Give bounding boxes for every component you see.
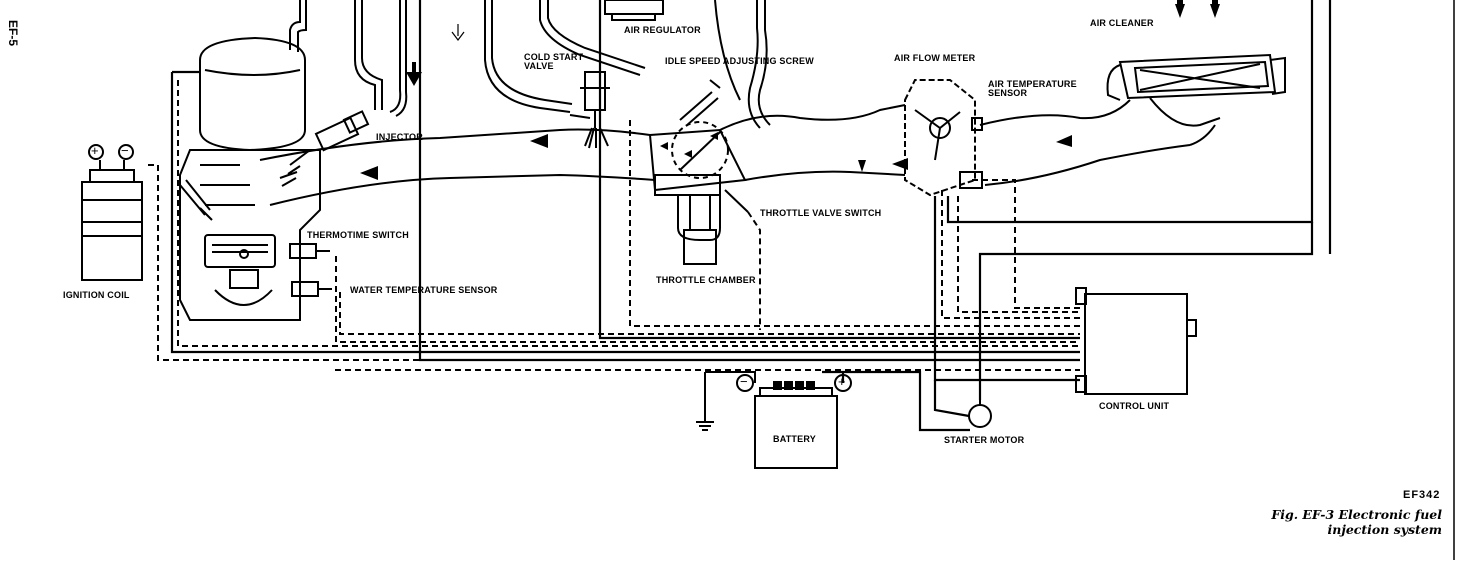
label-air-cleaner: AIR CLEANER — [1090, 18, 1154, 28]
injector-body — [279, 110, 370, 187]
air-flow-meter — [904, 79, 983, 197]
control-unit — [1075, 287, 1197, 395]
throttle-chamber — [648, 79, 749, 265]
label-control-unit: CONTROL UNIT — [1099, 401, 1170, 411]
airflow-arrows — [360, 0, 1220, 180]
air-cleaner-box — [1118, 53, 1286, 146]
page-number: EF-5 — [6, 20, 20, 47]
engine-block — [179, 0, 656, 321]
label-battery: BATTERY — [773, 434, 816, 444]
caption-line-2: injection system — [1327, 522, 1442, 537]
label-water-temperature-sensor: WATER TEMPERATURE SENSOR — [350, 285, 498, 295]
label-throttle-valve-switch: THROTTLE VALVE SWITCH — [760, 208, 882, 218]
label-idle-speed-screw: IDLE SPEED ADJUSTING SCREW — [665, 56, 814, 66]
figure-code: EF342 — [1403, 489, 1441, 501]
cold-start-valve — [569, 71, 610, 149]
coil-plus-symbol: + — [91, 143, 99, 158]
label-starter-motor: STARTER MOTOR — [944, 435, 1025, 445]
throttle-arrows — [660, 132, 718, 158]
battery — [696, 371, 852, 469]
wiring-dashed — [148, 80, 1080, 371]
label-air-regulator: AIR REGULATOR — [624, 25, 701, 35]
air-cleaner-duct — [979, 64, 1191, 186]
label-cold-start-valve: COLD START VALVE — [524, 52, 584, 72]
label-injector: INJECTOR — [376, 132, 423, 142]
label-air-flow-meter: AIR FLOW METER — [894, 53, 976, 63]
battery-minus-symbol: − — [740, 374, 748, 389]
caption-line-1: Fig. EF-3 Electronic fuel — [1271, 507, 1442, 522]
coil-minus-symbol: − — [121, 143, 129, 158]
ignition-coil — [81, 144, 143, 281]
thermotime-switch — [289, 243, 332, 297]
label-throttle-chamber: THROTTLE CHAMBER — [656, 275, 756, 285]
label-thermotime-switch: THERMOTIME SWITCH — [307, 230, 409, 240]
air-regulator-assembly — [484, 0, 664, 113]
battery-plus-symbol: + — [838, 374, 846, 389]
hollow-arrow-icon — [451, 24, 465, 41]
label-ignition-coil: IGNITION COIL — [63, 290, 130, 300]
figure-caption: Fig. EF-3 Electronic fuel injection syst… — [1188, 507, 1442, 537]
label-air-temperature-sensor: AIR TEMPERATURE SENSOR — [988, 79, 1077, 99]
intake-duct — [714, 0, 906, 181]
